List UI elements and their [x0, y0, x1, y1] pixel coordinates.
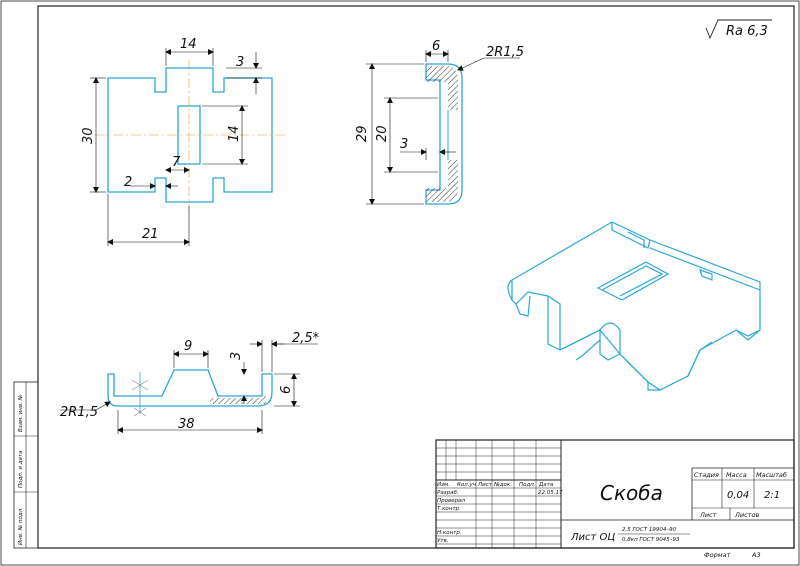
- tb-header-date: Дата: [538, 482, 554, 488]
- title-block-text: Изм. Кол.уч Лист №док. Подп. Дата Разраб…: [437, 471, 787, 559]
- tb-date: 22.05.17: [538, 490, 563, 496]
- mass-header: Масса: [726, 471, 747, 479]
- title-block: [435, 439, 795, 549]
- format-label: Формат: [704, 551, 731, 559]
- dim-front-30: 30: [81, 127, 96, 144]
- dim-bottom-3: 3: [229, 352, 244, 360]
- tb-header-izm: Изм.: [437, 482, 450, 488]
- material-main: Лист ОЦ: [570, 532, 615, 543]
- bottom-view: 9 3 2,5* 6 2R1,5 38: [60, 331, 320, 434]
- dim-bottom-6: 6: [279, 386, 294, 394]
- dim-front-7: 7: [172, 155, 181, 170]
- scale-value: 2:1: [764, 490, 780, 501]
- dim-side-3: 3: [400, 137, 408, 152]
- format-value: А3: [751, 551, 761, 559]
- mass-value: 0,04: [727, 490, 749, 501]
- part-name: Скоба: [600, 481, 663, 505]
- dim-bottom-25: 2,5*: [292, 331, 320, 346]
- sheet-label: Лист: [699, 511, 717, 519]
- isometric-view: [507, 221, 761, 391]
- left-margin-labels: Инв. № подл. Подп. и дата Взам. инв. №: [18, 394, 24, 545]
- dim-front-3: 3: [236, 55, 244, 70]
- margin-label-sign: Подп. и дата: [18, 450, 24, 488]
- tb-header-sign: Подп.: [519, 482, 536, 488]
- dim-front-21: 21: [142, 227, 159, 242]
- margin-label-inv: Инв. № подл.: [18, 507, 24, 545]
- tb-row-proveril: Проверил: [437, 498, 466, 504]
- dim-front-14-slot: 14: [227, 125, 242, 142]
- tb-row-nkontr: Н.контр.: [437, 530, 462, 536]
- dim-bottom-9: 9: [184, 339, 192, 354]
- dim-side-29: 29: [355, 125, 370, 142]
- tb-header-kol: Кол.уч: [457, 482, 477, 488]
- dim-side-2r15: 2R1,5: [486, 45, 524, 60]
- tb-row-tkontr: Т.контр.: [437, 506, 461, 512]
- dim-side-6: 6: [432, 39, 440, 54]
- roughness-value: Ra 6,3: [726, 24, 768, 39]
- front-view: 14 3 30 14 7 2 21: [81, 37, 285, 246]
- sheets-label: Листов: [734, 511, 759, 519]
- dim-bottom-2r15: 2R1,5: [60, 405, 98, 420]
- margin-label-replace: Взам. инв. №: [18, 394, 24, 432]
- dim-side-20: 20: [375, 125, 390, 142]
- side-view: 6 2R1,5 29 20 3: [355, 39, 524, 205]
- material-bottom: 0,8кп ГОСТ 9045–93: [622, 537, 680, 543]
- stage-header: Стадия: [694, 471, 719, 479]
- tb-row-razrab: Разраб.: [437, 490, 459, 496]
- material-top: 2,5 ГОСТ 19904–90: [622, 527, 677, 533]
- roughness-mark: Ra 6,3: [705, 19, 772, 40]
- tb-header-list: Лист: [477, 482, 493, 488]
- tb-row-utv: Утв.: [437, 538, 449, 544]
- scale-header: Масштаб: [756, 471, 787, 479]
- tb-header-doc: №док.: [493, 482, 512, 488]
- dim-bottom-38: 38: [178, 417, 195, 432]
- dim-front-14-top: 14: [180, 37, 197, 52]
- dim-front-2: 2: [124, 175, 132, 190]
